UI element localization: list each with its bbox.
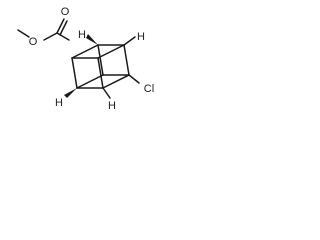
atom-label-layer: O O Cl H H H H [29,6,154,112]
cage-bond [102,74,130,89]
h-top-label: H [78,29,86,41]
structure-diagram: O O Cl H H H H [17,6,154,112]
h-top-wedge [86,34,98,45]
cage-bond [123,44,130,76]
chlorine-bond [128,74,140,84]
h-bottom-left-label: H [55,97,63,109]
cage-bond [97,44,125,59]
ester-c-ring-bond [56,32,70,41]
methyl-oxygen-label: O [29,36,38,48]
h-bottom-label: H [108,100,116,112]
cage-bond [97,57,104,89]
carbonyl-bond-b [59,20,68,36]
ester-o-c-bond [43,32,58,41]
cage-bond [71,44,99,59]
methyl-bond [17,29,30,38]
cage-bond [71,57,78,89]
h-right-label: H [137,31,145,43]
bond-layer [17,18,140,99]
h-bottom-bond [102,87,111,99]
cage-bond [97,44,104,76]
h-bottom-left-wedge [64,88,77,98]
h-right-bond [123,36,136,46]
chlorine-label: Cl [144,83,154,95]
carbonyl-bond-a [56,18,65,34]
carbonyl-oxygen-label: O [61,6,70,18]
cage-bond [76,74,104,89]
